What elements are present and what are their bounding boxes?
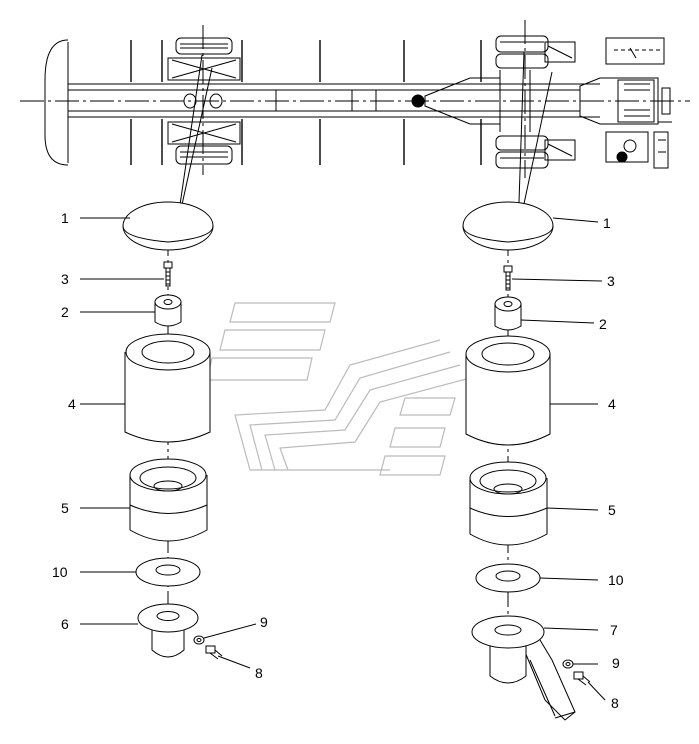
part-centre-lines: [167, 240, 509, 640]
callout-l4: 4: [68, 396, 76, 412]
callout-r3: 3: [607, 273, 615, 289]
callout-l2: 2: [61, 304, 69, 320]
part-2-left-bushing: [154, 294, 182, 327]
callout-leaders: [80, 217, 606, 701]
part-3-left-bolt: [163, 261, 173, 287]
part-4-right-cylinder: [465, 335, 551, 446]
callout-r5: 5: [608, 502, 616, 518]
part-10-right-washer: [475, 563, 541, 593]
part-4-left-cylinder: [124, 333, 211, 443]
callout-l10: 10: [52, 564, 68, 580]
callout-l8: 8: [255, 665, 263, 681]
part-2-right-bushing: [494, 296, 522, 331]
left-parts-stack: [122, 201, 223, 660]
callout-r10: 10: [608, 572, 624, 588]
rear-axle-assembly: [411, 35, 576, 169]
callout-l3: 3: [61, 271, 69, 287]
callout-labels: 1 1 3 3 2 2 4 4 5 5 10 10 6 7 9 9 8 8: [52, 210, 624, 711]
callout-l6: 6: [61, 616, 69, 632]
part-8-right-screw: [573, 671, 591, 686]
chassis-frame: [20, 20, 690, 178]
callout-r4: 4: [608, 396, 616, 412]
part-7-right-bracket: [471, 615, 576, 721]
callout-r8: 8: [611, 695, 619, 711]
part-5-left-housing: [129, 458, 208, 542]
watermark-logo: [206, 302, 471, 476]
part-1-right-cover: [462, 201, 554, 251]
callout-r7: 7: [610, 622, 618, 638]
part-9-left-nut: [193, 635, 205, 645]
callout-l1: 1: [61, 210, 69, 226]
part-6-left-mount: [137, 603, 199, 658]
part-9-right-nut: [562, 659, 574, 669]
part-1-left-cover: [122, 201, 214, 251]
rear-equipment: [579, 37, 672, 169]
callout-l9: 9: [260, 614, 268, 630]
callout-r2: 2: [599, 316, 607, 332]
part-10-left-washer: [135, 557, 201, 587]
callout-r9: 9: [612, 655, 620, 671]
callout-l5: 5: [61, 500, 69, 516]
front-axle-assembly: [167, 37, 241, 165]
part-8-left-screw: [205, 645, 223, 660]
part-5-right-housing: [469, 461, 548, 546]
callout-r1: 1: [603, 215, 611, 231]
part-3-right-bolt: [503, 265, 513, 291]
